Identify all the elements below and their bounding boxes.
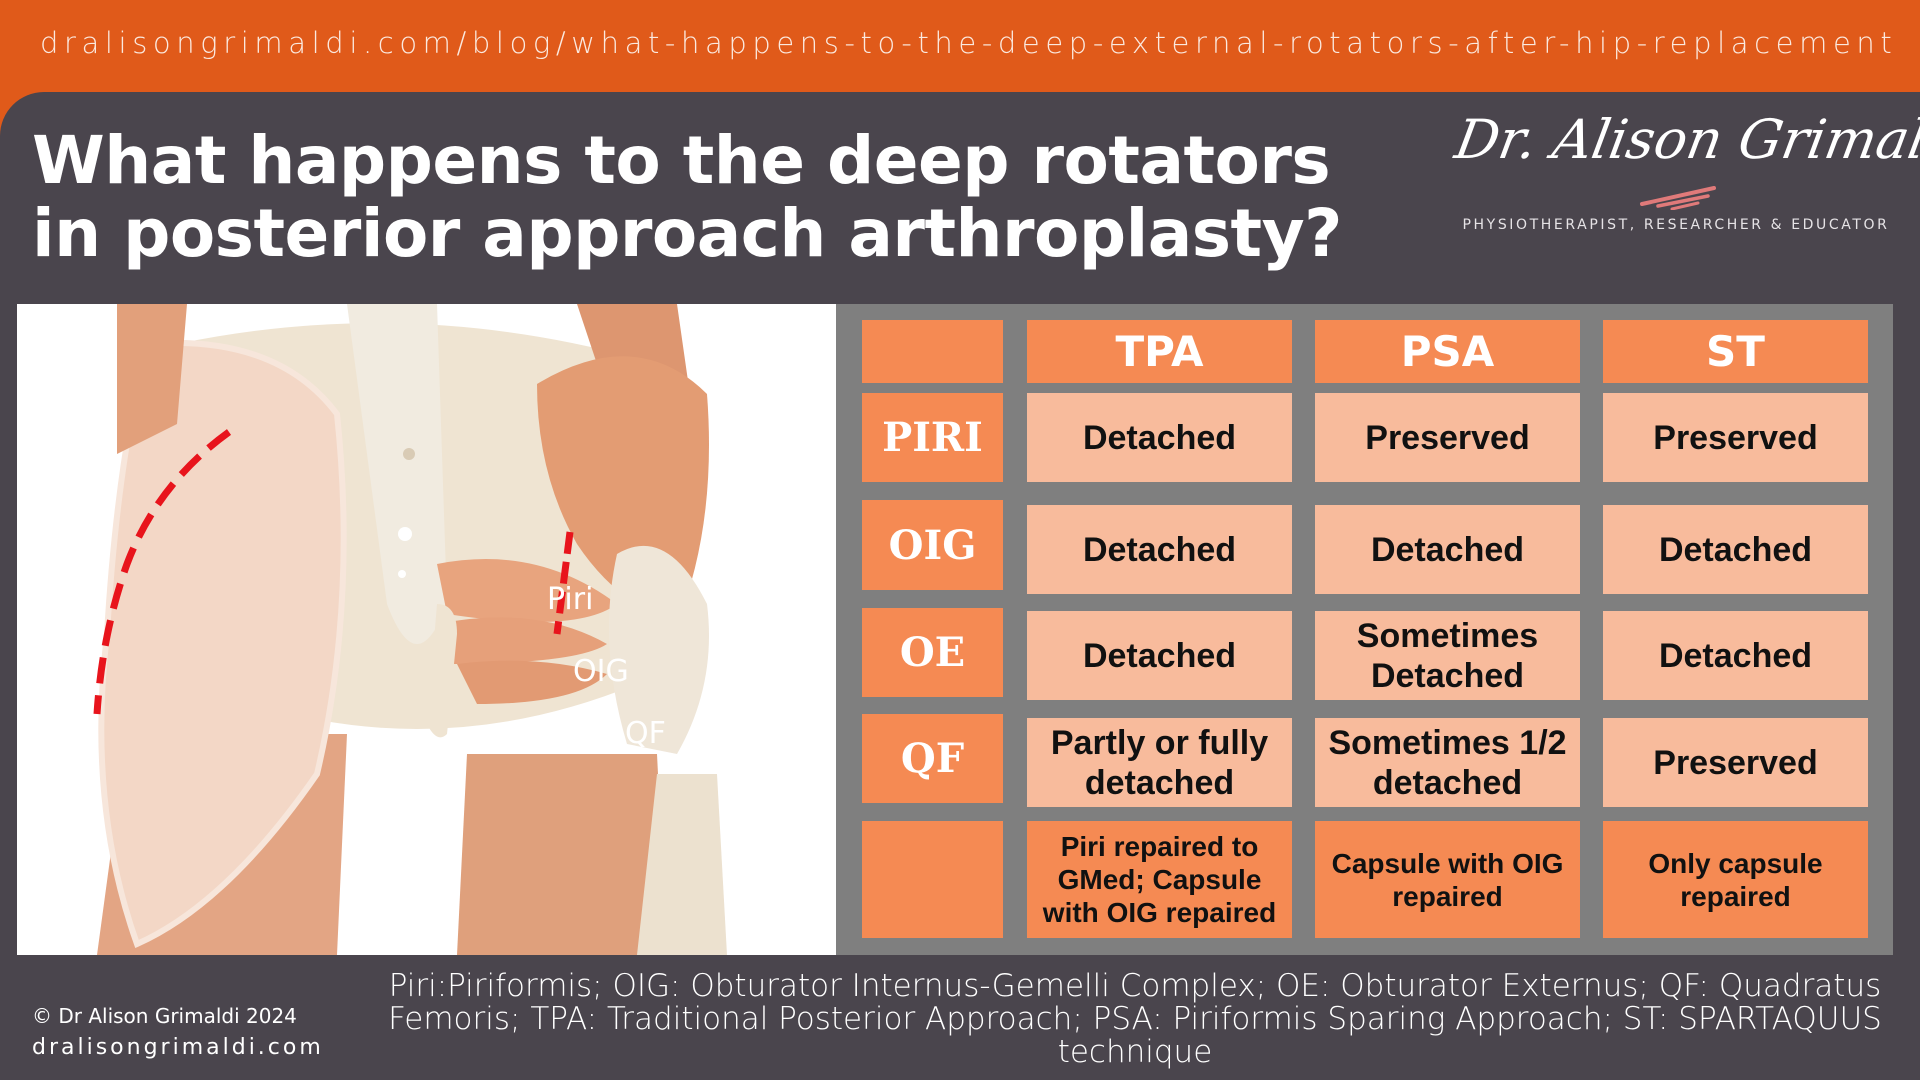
brand-signature: Dr. Alison Grimaldi	[1450, 108, 1920, 171]
header-tpa: TPA	[1027, 320, 1292, 383]
cell-qf-tpa: Partly or fully detached	[1027, 718, 1292, 807]
anatomy-graphic	[17, 304, 836, 955]
comparison-table: TPA PSA ST PIRI Detached Preserved Prese…	[836, 304, 1893, 955]
header-psa: PSA	[1315, 320, 1580, 383]
blog-url[interactable]: dralisongrimaldi.com/blog/what-happens-t…	[40, 26, 1898, 60]
abbreviation-legend: Piri:Piriformis; OIG: Obturator Internus…	[388, 968, 1882, 1070]
row-label-piri: PIRI	[862, 393, 1003, 482]
page-title: What happens to the deep rotators in pos…	[32, 124, 1342, 270]
cell-qf-psa: Sometimes 1/2 detached	[1315, 718, 1580, 807]
row-label-oig: OIG	[862, 500, 1003, 590]
label-qf: QF	[625, 716, 666, 751]
cell-oe-tpa: Detached	[1027, 611, 1292, 700]
cell-piri-st: Preserved	[1603, 393, 1868, 482]
header-corner	[862, 320, 1003, 383]
cell-oe-st: Detached	[1603, 611, 1868, 700]
row-label-oe: OE	[862, 608, 1003, 697]
url-banner: dralisongrimaldi.com/blog/what-happens-t…	[0, 0, 1920, 92]
footer-credit: © Dr Alison Grimaldi 2024 dralisongrimal…	[32, 1000, 324, 1064]
cell-oig-psa: Detached	[1315, 505, 1580, 594]
title-line-2: in posterior approach arthroplasty?	[32, 195, 1342, 272]
brand-tagline: PHYSIOTHERAPIST, RESEARCHER & EDUCATOR	[1462, 217, 1890, 233]
swash-icon	[1640, 186, 1716, 210]
cell-piri-tpa: Detached	[1027, 393, 1292, 482]
cell-repair-tpa: Piri repaired to GMed; Capsule with OIG …	[1027, 821, 1292, 938]
label-piri: Piri	[547, 582, 594, 617]
cell-oe-psa: Sometimes Detached	[1315, 611, 1580, 700]
header-st: ST	[1603, 320, 1868, 383]
row-label-repair	[862, 821, 1003, 938]
cell-piri-psa: Preserved	[1315, 393, 1580, 482]
footer-url[interactable]: dralisongrimaldi.com	[32, 1035, 324, 1060]
row-label-qf: QF	[862, 714, 1003, 803]
cell-repair-psa: Capsule with OIG repaired	[1315, 821, 1580, 938]
copyright-text: © Dr Alison Grimaldi 2024	[32, 1004, 297, 1028]
cell-repair-st: Only capsule repaired	[1603, 821, 1868, 938]
brand-logo: Dr. Alison Grimaldi PHYSIOTHERAPIST, RES…	[1451, 104, 1920, 244]
title-line-1: What happens to the deep rotators	[32, 122, 1331, 199]
cell-oig-tpa: Detached	[1027, 505, 1292, 594]
cell-qf-st: Preserved	[1603, 718, 1868, 807]
hip-anatomy-illustration: Piri OIG QF	[17, 304, 836, 955]
cell-oig-st: Detached	[1603, 505, 1868, 594]
label-oig: OIG	[573, 654, 629, 689]
